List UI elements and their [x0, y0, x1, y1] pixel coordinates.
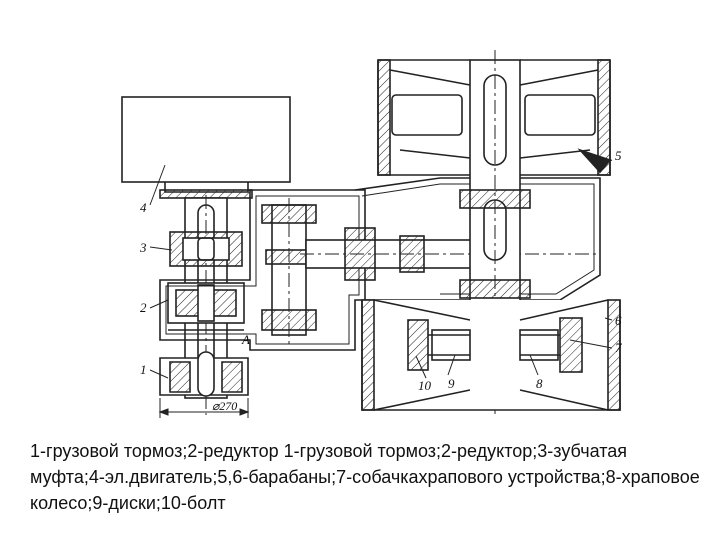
figure-caption: 1-грузовой тормоз;2-редуктор 1-грузовой … [30, 441, 700, 513]
winch-mechanism-drawing: ⌀270 4 3 2 1 5 6 7 8 9 10 A [121, 50, 622, 418]
horizontal-shaft [300, 227, 600, 281]
diameter-dimension [158, 398, 250, 418]
callout-7: 7 [615, 340, 622, 355]
callout-4: 4 [140, 200, 147, 215]
intermediate-shaft [261, 198, 317, 345]
dimension-label: ⌀270 [212, 399, 237, 413]
callout-a: A [241, 332, 250, 347]
ratchet-assembly [407, 317, 583, 373]
callout-5: 5 [615, 148, 622, 163]
callout-6: 6 [615, 313, 622, 328]
callout-8: 8 [536, 376, 543, 391]
callout-9: 9 [448, 376, 455, 391]
callout-3: 3 [139, 240, 147, 255]
callout-10: 10 [418, 378, 432, 393]
motor-shaft-column [159, 195, 249, 415]
electric-motor [121, 96, 291, 199]
callout-leaders [149, 159, 613, 379]
callout-2: 2 [140, 300, 147, 315]
callout-1: 1 [140, 362, 147, 377]
